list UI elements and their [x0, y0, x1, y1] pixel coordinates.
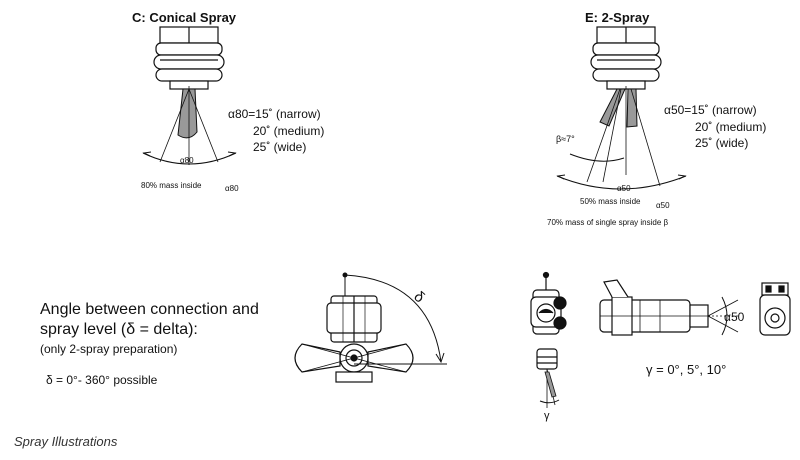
- side-angle-arc: [721, 296, 728, 336]
- beta-arc: [569, 153, 625, 162]
- two-spray-mass-note: 50% mass inside: [580, 197, 641, 206]
- connection-subnote: (only 2-spray preparation): [40, 342, 177, 356]
- two-spray-alpha-eq: α50=15˚ (narrow): [664, 103, 757, 117]
- single-spray-note: 70% mass of single spray inside β: [547, 218, 669, 227]
- conical-angle-arc: [142, 152, 237, 165]
- two-spray-title: E: 2-Spray: [585, 10, 650, 25]
- delta-arc: [344, 274, 442, 363]
- conical-mass-symbol: α80: [225, 184, 239, 193]
- injector-tilt-view: [536, 348, 558, 370]
- figure-caption: Spray Illustrations: [14, 434, 118, 449]
- gamma-label: γ: [544, 410, 550, 422]
- two-spray-medium: 20˚ (medium): [695, 120, 766, 134]
- delta-label: δ: [410, 288, 427, 306]
- two-spray-jet-right: [626, 88, 638, 128]
- gamma-arc: [539, 399, 560, 404]
- connection-heading-line1: Angle between connection and: [40, 301, 259, 318]
- beta-label: β≈7°: [556, 134, 575, 144]
- two-spray-alpha-label: α50: [617, 184, 631, 193]
- injector-side-view: [599, 279, 709, 336]
- connection-range: δ = 0°- 360° possible: [46, 373, 158, 387]
- conical-mass-note: 80% mass inside: [141, 181, 202, 190]
- conical-alpha-label: α80: [180, 156, 194, 165]
- connection-heading-line2: spray level (δ = delta):: [40, 321, 198, 338]
- conical-alpha-eq: α80=15˚ (narrow): [228, 107, 321, 121]
- orientation-panel: α50 γ γ = 0°, 5°, 10°: [530, 271, 791, 422]
- two-spray-jet-left: [599, 88, 626, 127]
- injector-connector-view: [759, 282, 791, 336]
- orientation-alpha-label: α50: [724, 310, 745, 324]
- connection-angle-panel: Angle between connection and spray level…: [40, 272, 447, 387]
- conical-medium: 20˚ (medium): [253, 124, 324, 138]
- two-spray-angle-arc: [556, 175, 687, 190]
- two-spray-nozzle: [590, 26, 662, 90]
- conical-title: C: Conical Spray: [132, 10, 237, 25]
- conical-nozzle: [153, 26, 225, 90]
- gamma-values: γ = 0°, 5°, 10°: [646, 362, 726, 377]
- two-spray-wide: 25˚ (wide): [695, 136, 748, 150]
- injector-top-view: [294, 295, 414, 383]
- conical-spray-cone: [177, 88, 198, 139]
- conical-spray-panel: C: Conical Spray α80 α80=15˚ (narrow) 20…: [132, 10, 324, 193]
- two-spray-panel: E: 2-Spray β≈7° α50 α50=15˚ (narrow) 20˚…: [547, 10, 766, 227]
- injector-end-view: [530, 271, 567, 335]
- two-spray-mass-symbol: α50: [656, 201, 670, 210]
- conical-wide: 25˚ (wide): [253, 140, 306, 154]
